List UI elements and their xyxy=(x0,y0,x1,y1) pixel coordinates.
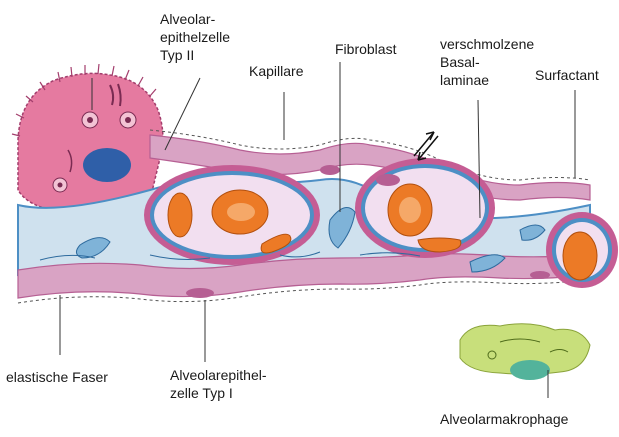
label-surfactant: Surfactant xyxy=(535,66,599,84)
label-line: Alveolar- xyxy=(160,10,230,28)
label-elastische-faser: elastische Faser xyxy=(6,368,108,386)
label-line: Alveolarepithel- xyxy=(170,366,267,384)
label-makrophage: Alveolarmakrophage xyxy=(440,410,568,428)
capillary-right xyxy=(355,158,495,258)
macrophage-nucleus xyxy=(510,360,550,380)
label-line: laminae xyxy=(440,71,534,89)
type2-nucleus xyxy=(83,148,131,182)
label-alveolar-type1: Alveolarepithel- zelle Typ I xyxy=(170,366,267,402)
alveolar-macrophage xyxy=(460,324,590,380)
capillary-edge xyxy=(546,212,618,288)
label-line: epithelzelle xyxy=(160,28,230,46)
label-kapillare: Kapillare xyxy=(249,62,303,80)
erythrocyte xyxy=(168,193,192,237)
alveolar-type2-cell xyxy=(12,64,163,213)
erythrocyte xyxy=(563,232,597,280)
type1-nucleus xyxy=(186,288,214,298)
label-alveolar-type2: Alveolar- epithelzelle Typ II xyxy=(160,10,230,64)
label-line: Typ II xyxy=(160,46,230,64)
label-fibroblast: Fibroblast xyxy=(335,40,396,58)
label-basal-laminae: verschmolzene Basal- laminae xyxy=(440,35,534,89)
label-line: Basal- xyxy=(440,53,534,71)
label-line: verschmolzene xyxy=(440,35,534,53)
label-line: zelle Typ I xyxy=(170,384,267,402)
capillary-left xyxy=(144,165,320,265)
